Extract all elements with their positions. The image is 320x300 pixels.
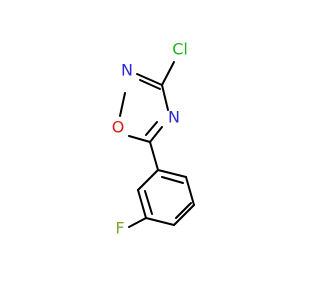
molecule-diagram: Cl N O N F [112, 40, 195, 238]
nitrogen-right-label: N [168, 108, 180, 127]
chlorine-label: Cl [172, 40, 188, 59]
fluorine-label: F [115, 219, 124, 238]
bond-c5-ring [149, 141, 159, 171]
bond-ring-inner-1 [144, 190, 153, 215]
bond-ring-2 [137, 189, 147, 219]
bonds [119, 61, 195, 228]
bond-n2-c3 [136, 73, 163, 86]
bond-ring-f [128, 217, 147, 228]
bond-n4-c5-double [145, 121, 158, 136]
bond-n4-c5 [149, 126, 163, 143]
bond-ring-inner-2 [175, 202, 192, 219]
bond-ring-6 [157, 169, 187, 178]
bond-c3-n4 [161, 84, 169, 111]
atom-labels: Cl N O N F [112, 40, 188, 238]
bond-ring-3 [145, 217, 175, 226]
bond-ring-5 [185, 176, 195, 206]
bond-o1-n2 [119, 92, 126, 117]
bond-n2-c3-double [139, 79, 161, 90]
nitrogen-top-label: N [121, 61, 133, 80]
bond-ring-1 [137, 169, 159, 191]
oxygen-label: O [112, 118, 125, 137]
bond-o1-c5 [128, 135, 151, 143]
bond-ring-4 [173, 204, 195, 226]
bond-ring-inner-3 [161, 176, 184, 184]
bond-c3-cl [161, 61, 175, 86]
